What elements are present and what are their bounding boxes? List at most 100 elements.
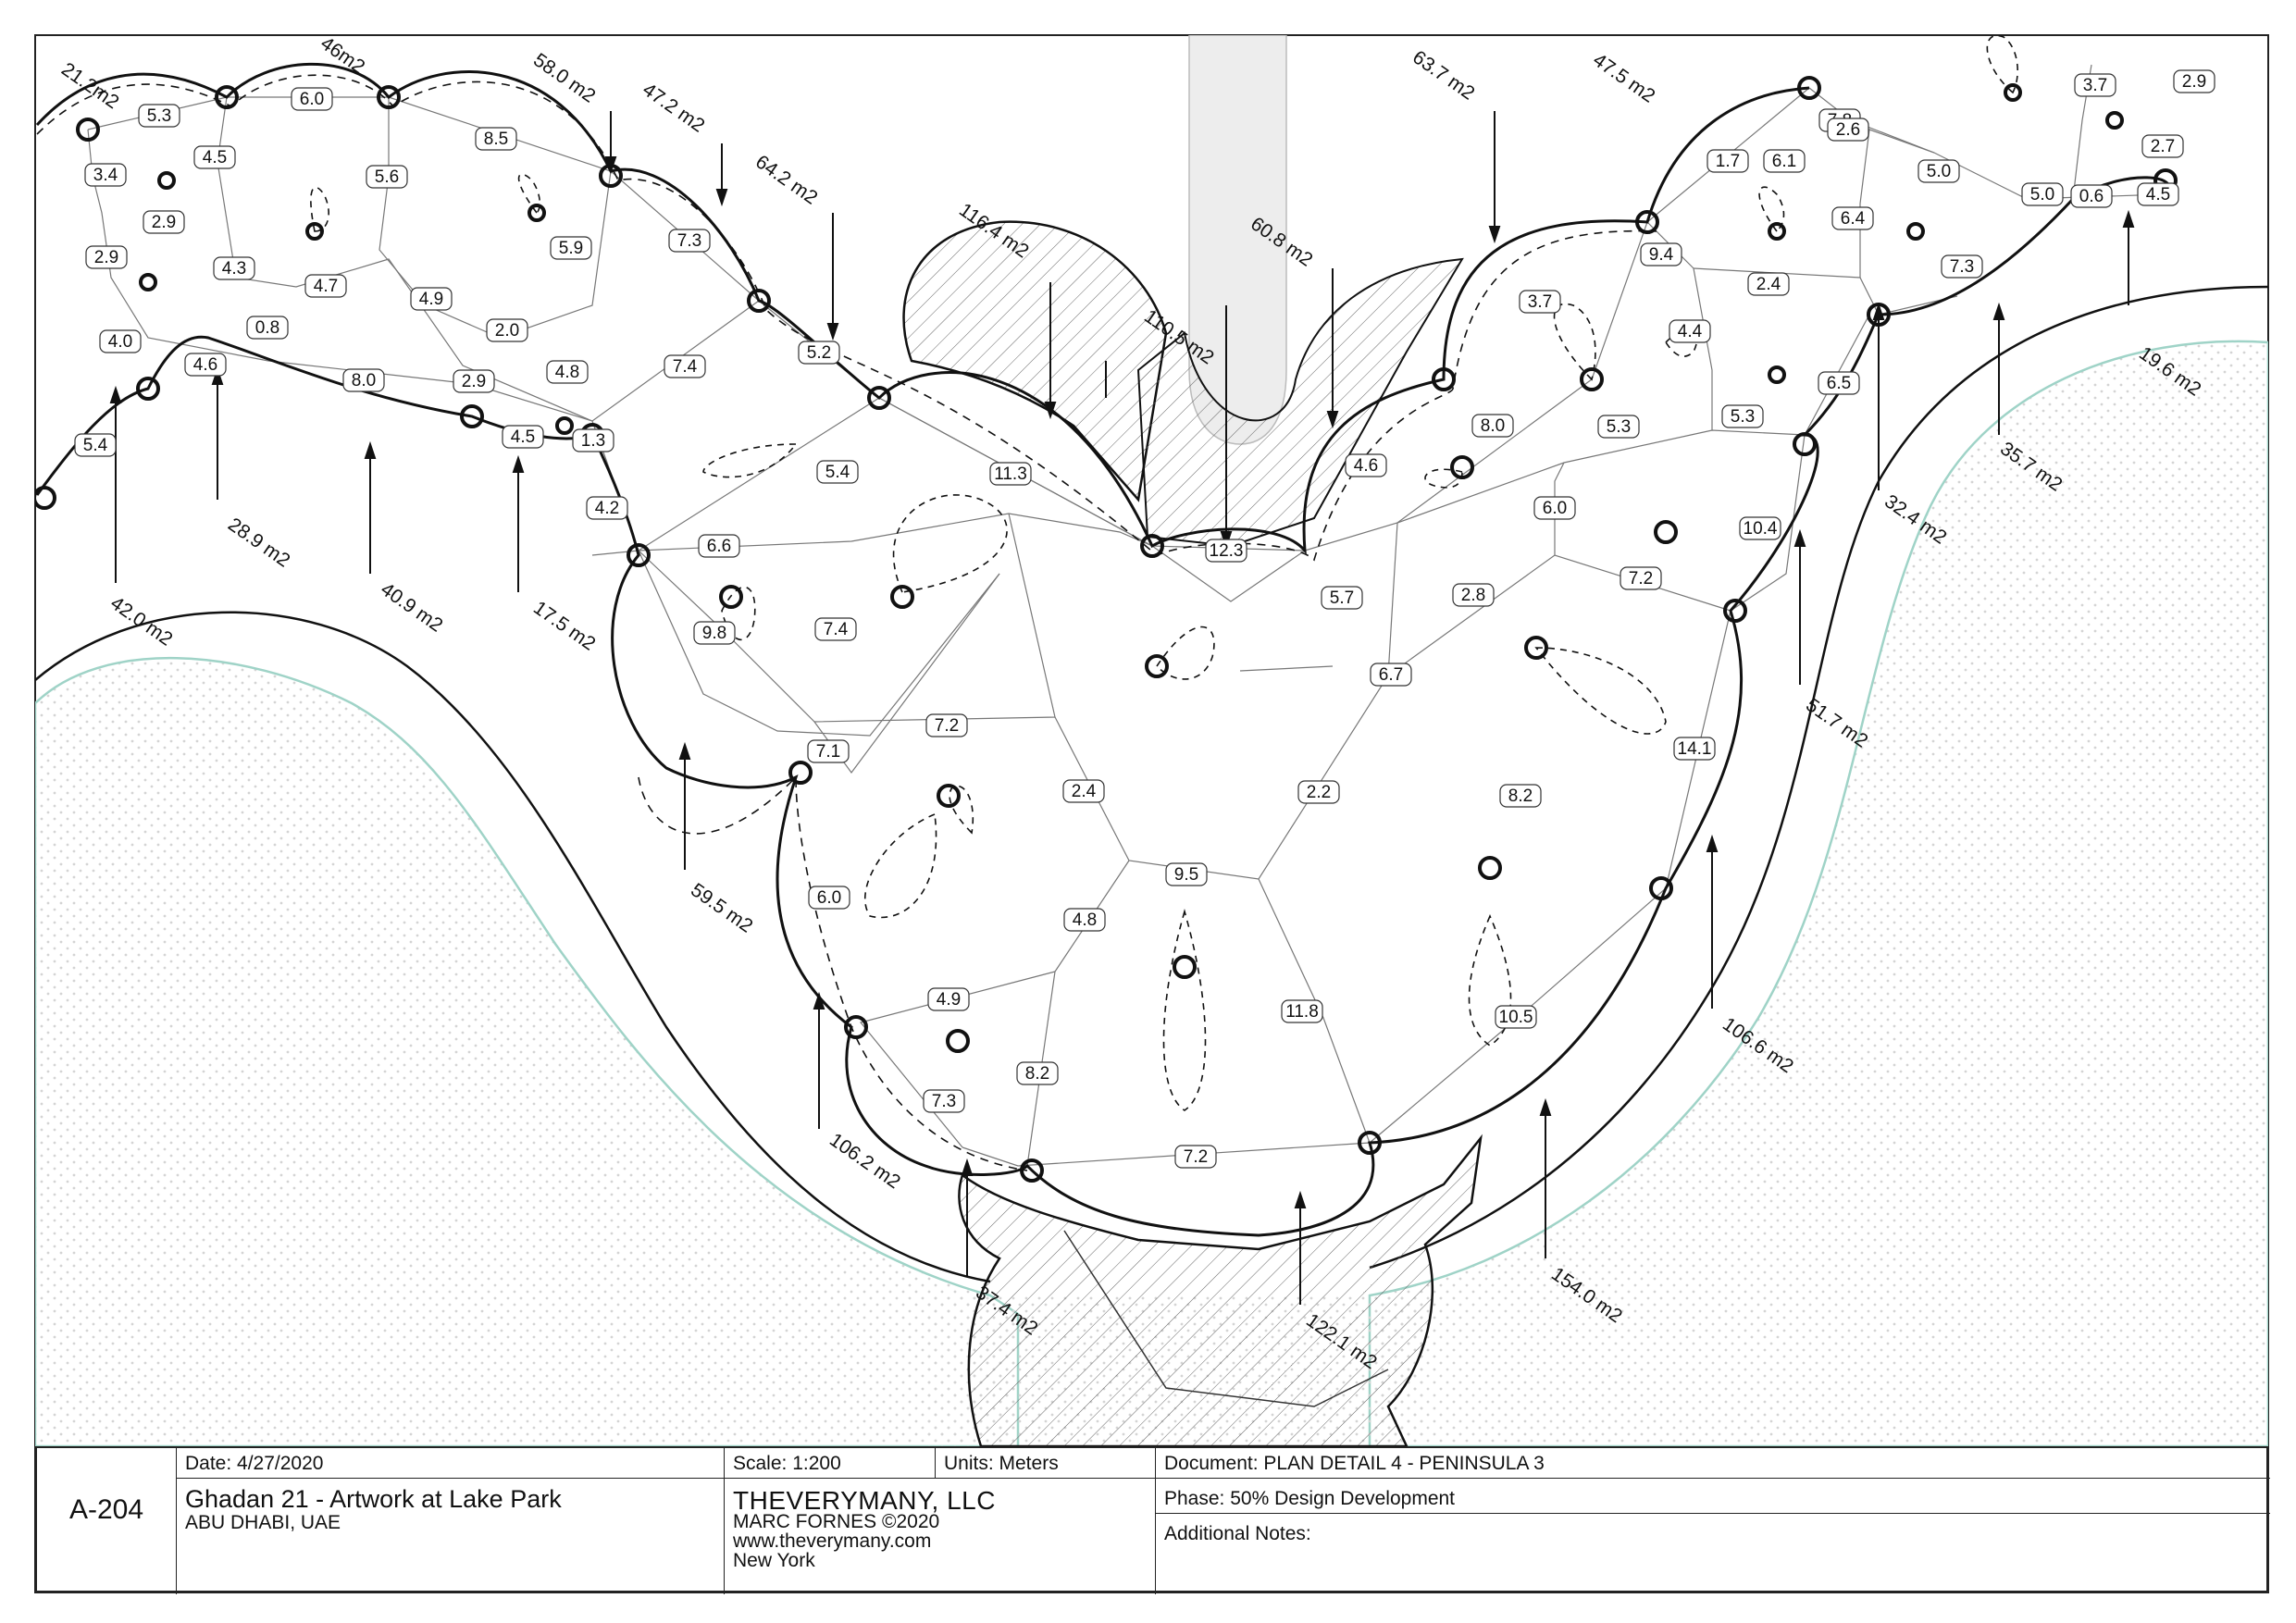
- edge-length-tag: 1.7: [1706, 149, 1749, 173]
- firm-city: New York: [733, 1550, 815, 1571]
- edge-length-tag: 5.4: [74, 433, 117, 457]
- edge-length-tag: 2.4: [1747, 272, 1790, 296]
- edge-length-value: 10.4: [1744, 519, 1778, 539]
- edge-length-tag: 4.6: [184, 353, 227, 377]
- edge-length-tag: 6.0: [1533, 496, 1576, 520]
- edge-length-value: 1.3: [581, 431, 605, 451]
- edge-length-value: 3.7: [1528, 292, 1552, 312]
- edge-length-tag: 1.3: [572, 428, 614, 452]
- edge-length-tag-box: [193, 145, 236, 169]
- lake-left: [35, 657, 1020, 1446]
- edge-length-tag-box: [1597, 415, 1640, 439]
- edge-length-tag-box: [99, 329, 142, 353]
- edge-length-tag: 4.2: [586, 496, 628, 520]
- edge-length-tag: 6.1: [1763, 149, 1806, 173]
- edge-length-tag-box: [184, 353, 227, 377]
- edge-length-tag-box: [138, 104, 180, 128]
- edge-length-value: 5.3: [1731, 407, 1755, 427]
- edge-length-tag-box: [693, 621, 736, 645]
- edge-length-tag-box: [1831, 206, 1874, 230]
- edge-length-tag-box: [586, 496, 628, 520]
- edge-length-tag-box: [1519, 290, 1561, 314]
- edge-length-tag-box: [2173, 69, 2215, 93]
- area-label: 106.2 m2: [825, 1129, 904, 1193]
- edge-length-tag-box: [291, 87, 333, 111]
- edge-length-value: 2.4: [1756, 275, 1781, 294]
- edge-length-tag: 6.4: [1831, 206, 1874, 230]
- edge-length-tag-box: [1673, 737, 1716, 761]
- edge-length-tag-box: [1640, 242, 1682, 266]
- edge-length-value: 11.8: [1285, 1002, 1319, 1022]
- edge-length-tag: 8.0: [342, 368, 385, 392]
- edge-length-tag: 4.5: [502, 425, 544, 449]
- edge-length-tag-box: [1205, 539, 1247, 563]
- area-label: 59.5 m2: [687, 879, 756, 936]
- edge-length-tag-box: [807, 739, 850, 763]
- edge-length-value: 6.4: [1841, 209, 1866, 229]
- edge-length-tag-box: [1533, 496, 1576, 520]
- edge-length-value: 9.5: [1174, 865, 1198, 885]
- edge-length-tag: 7.2: [1620, 566, 1662, 590]
- edge-length-tag: 4.5: [193, 145, 236, 169]
- edge-length-value: 14.1: [1678, 739, 1712, 759]
- edge-length-tag: 3.7: [2074, 73, 2116, 97]
- edge-length-value: 9.4: [1649, 245, 1674, 265]
- edge-length-tag: 5.0: [1917, 159, 1960, 183]
- edge-length-value: 5.9: [559, 239, 583, 258]
- document-field: Document: PLAN DETAIL 4 - PENINSULA 3: [1164, 1453, 1545, 1474]
- edge-length-tag-box: [486, 318, 528, 342]
- edge-length-tag-box: [2141, 134, 2184, 158]
- edge-length-tag-box: [1917, 159, 1960, 183]
- hatched-zone-bottom: [958, 1134, 1483, 1446]
- edge-length-tag: 5.9: [550, 236, 592, 260]
- edge-length-value: 9.8: [702, 624, 726, 643]
- edge-length-tag: 2.9: [143, 210, 185, 234]
- edge-length-tag: 4.0: [99, 329, 142, 353]
- project-title: Ghadan 21 - Artwork at Lake Park: [185, 1485, 562, 1513]
- edge-length-value: 11.3: [994, 465, 1027, 484]
- edge-length-tag: 5.4: [816, 460, 859, 484]
- edge-length-value: 4.8: [1073, 911, 1097, 930]
- area-label: 58.0 m2: [529, 49, 599, 106]
- edge-length-tag-box: [213, 256, 255, 280]
- edge-length-value: 4.5: [511, 427, 535, 447]
- edge-length-tag-box: [550, 236, 592, 260]
- edge-length-tag-box: [1370, 663, 1412, 687]
- edge-length-value: 7.4: [824, 620, 849, 639]
- edge-length-value: 5.2: [807, 343, 831, 363]
- edge-length-tag: 7.2: [925, 713, 968, 737]
- edge-length-tag-box: [304, 274, 347, 298]
- edge-length-tag-box: [572, 428, 614, 452]
- edge-length-value: 2.9: [94, 248, 118, 267]
- edge-length-tag: 4.4: [1669, 319, 1711, 343]
- edge-length-tag: 7.3: [923, 1089, 965, 1113]
- firm-name: THEVERYMANY, LLC: [733, 1486, 996, 1515]
- edge-length-tag: 11.8: [1281, 999, 1323, 1023]
- edge-length-value: 7.1: [816, 742, 840, 762]
- edge-length-value: 4.0: [108, 332, 132, 352]
- edge-length-tag: 2.7: [2141, 134, 2184, 158]
- edge-length-value: 4.7: [314, 277, 338, 296]
- edge-length-tag: 9.8: [693, 621, 736, 645]
- edge-length-tag-box: [1174, 1145, 1217, 1169]
- edge-length-tag: 5.3: [138, 104, 180, 128]
- edge-length-tag: 5.3: [1597, 415, 1640, 439]
- edge-length-tag: 4.7: [304, 274, 347, 298]
- edge-length-tag: 2.8: [1452, 583, 1495, 607]
- edge-length-tag-box: [923, 1089, 965, 1113]
- leader-arrows: [109, 111, 2135, 1305]
- edge-length-value: 6.6: [707, 537, 731, 556]
- edge-length-value: 2.8: [1461, 586, 1485, 605]
- edge-length-tag: 6.0: [808, 886, 850, 910]
- edge-length-value: 3.7: [2083, 76, 2107, 95]
- edge-length-value: 6.0: [300, 90, 324, 109]
- edge-length-tag: 10.4: [1739, 516, 1781, 540]
- area-label: 42.0 m2: [106, 592, 176, 650]
- area-label: 64.2 m2: [751, 151, 821, 208]
- edge-length-tag-box: [502, 425, 544, 449]
- sheet-number: A-204: [68, 1496, 144, 1523]
- hatched-zone-top-left: [902, 220, 1168, 502]
- hatched-zone-top-center: [1136, 257, 1464, 548]
- edge-length-value: 2.0: [495, 321, 519, 341]
